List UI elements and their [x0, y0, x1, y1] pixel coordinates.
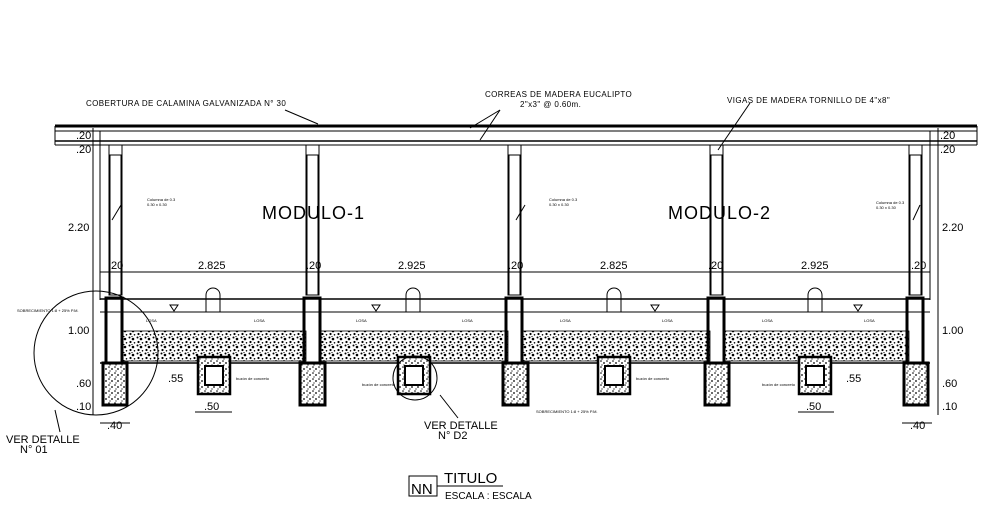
- column-note-3: Columna de 0.3: [876, 200, 905, 205]
- dim-bay-4: 2.925: [801, 260, 829, 272]
- pit-note-2: buzón de concreto: [362, 382, 396, 387]
- column-5: [908, 144, 923, 296]
- dim-gap-3: .20: [508, 260, 523, 272]
- footings: [101, 361, 930, 407]
- column-note-2: Columna de 0.3: [549, 197, 578, 202]
- dim-bay-3: 2.825: [600, 260, 628, 272]
- purlins-annotation-line2: 2"x3" @ 0.60m.: [520, 100, 581, 109]
- slab-note-8: LOSA: [864, 318, 875, 323]
- detail-2-line1: VER DETALLE: [424, 420, 498, 432]
- drain-pit-2: [396, 355, 432, 396]
- dim-roof-top-right: .20: [940, 130, 955, 142]
- dim-gap-2: .20: [306, 260, 321, 272]
- footing-note-left: SOBRECIMIENTO 1:8 + 25% P.M.: [17, 308, 79, 313]
- dim-roof-under-right: .20: [940, 144, 955, 156]
- roof-annotation: COBERTURA DE CALAMINA GALVANIZADA N° 30: [86, 99, 286, 108]
- column-note-3-sub: 0.30 x 0.30: [876, 205, 897, 210]
- column-note-1: Columna de 0.3: [147, 197, 176, 202]
- pit-note-1: buzón de concreto: [236, 376, 270, 381]
- column-2: [305, 144, 320, 296]
- bay-dimension-line: [100, 268, 930, 276]
- drain-pit-4: [797, 355, 833, 396]
- dim-gap-5: .20: [911, 260, 926, 272]
- detail-circle-2: [392, 355, 438, 401]
- dim-pit-width-right: .50: [806, 401, 821, 413]
- module-2-label: MODULO-2: [668, 203, 771, 223]
- drain-pits: [196, 355, 833, 396]
- detail-1-line2: N° 01: [20, 444, 48, 456]
- pit-note-4: buzón de concreto: [762, 382, 796, 387]
- column-1: [108, 144, 123, 296]
- dim-roof-under-left: .20: [76, 144, 91, 156]
- detail-2-line2: N° D2: [438, 430, 467, 442]
- slab-note-7: LOSA: [762, 318, 773, 323]
- dim-footing-width-right: .40: [910, 420, 925, 432]
- slab-note-5: LOSA: [560, 318, 571, 323]
- detail-circle-1: [33, 290, 159, 416]
- slab-note-3: LOSA: [356, 318, 367, 323]
- slab-note-4: LOSA: [462, 318, 473, 323]
- drain-pit-1: [196, 355, 232, 396]
- dim-bay-2: 2.925: [398, 260, 426, 272]
- column-4: [709, 144, 724, 296]
- columns: [108, 144, 923, 296]
- floor-band: [100, 298, 930, 364]
- dim-column-height-right: 2.20: [942, 222, 963, 234]
- dim-wall-height-left: 1.00: [68, 325, 89, 337]
- dim-wall-height-right: 1.00: [942, 325, 963, 337]
- leader-lines: [54, 102, 921, 433]
- slab-note-2: LOSA: [254, 318, 265, 323]
- slab-note-1: LOSA: [146, 318, 157, 323]
- roof-structure: [54, 124, 978, 146]
- dim-sub-right: .55: [846, 373, 861, 385]
- dim-column-height-left: 2.20: [68, 222, 89, 234]
- dim-footing-width-left: .40: [107, 420, 122, 432]
- title-block: [408, 475, 503, 497]
- title-code: NN: [411, 481, 433, 498]
- faucets: [205, 287, 823, 312]
- pit-note-3: buzón de concreto: [636, 376, 670, 381]
- dim-pit-width-left: .50: [204, 401, 219, 413]
- purlins-annotation-line1: CORREAS DE MADERA EUCALIPTO: [485, 90, 632, 99]
- dim-base-right: .10: [942, 401, 957, 413]
- dim-gap-4: .20: [708, 260, 723, 272]
- dim-bay-1: 2.825: [198, 260, 226, 272]
- drain-pit-3: [596, 355, 632, 396]
- bottom-dimension-lines: [100, 411, 932, 424]
- title-text: TITULO: [444, 470, 497, 487]
- dim-base-left: .10: [76, 401, 91, 413]
- column-3: [507, 144, 522, 296]
- dim-roof-top-left: .20: [76, 130, 91, 142]
- dim-gap-1: .20: [108, 260, 123, 272]
- column-note-1-sub: 0.30 x 0.30: [147, 202, 168, 207]
- dim-footing-right: .60: [942, 378, 957, 390]
- dim-sub-left: .55: [168, 373, 183, 385]
- slab-note-6: LOSA: [662, 318, 673, 323]
- beams-annotation: VIGAS DE MADERA TORNILLO DE 4"x8": [727, 96, 890, 105]
- dim-footing-left: .60: [76, 378, 91, 390]
- title-scale: ESCALA : ESCALA: [445, 491, 532, 502]
- footing-note-center: SOBRECIMIENTO 1:8 + 25% P.M.: [536, 409, 598, 414]
- detail-1-line1: VER DETALLE: [6, 434, 80, 446]
- level-markers: [169, 304, 863, 312]
- column-note-2-sub: 0.30 x 0.30: [549, 202, 570, 207]
- module-1-label: MODULO-1: [262, 203, 365, 223]
